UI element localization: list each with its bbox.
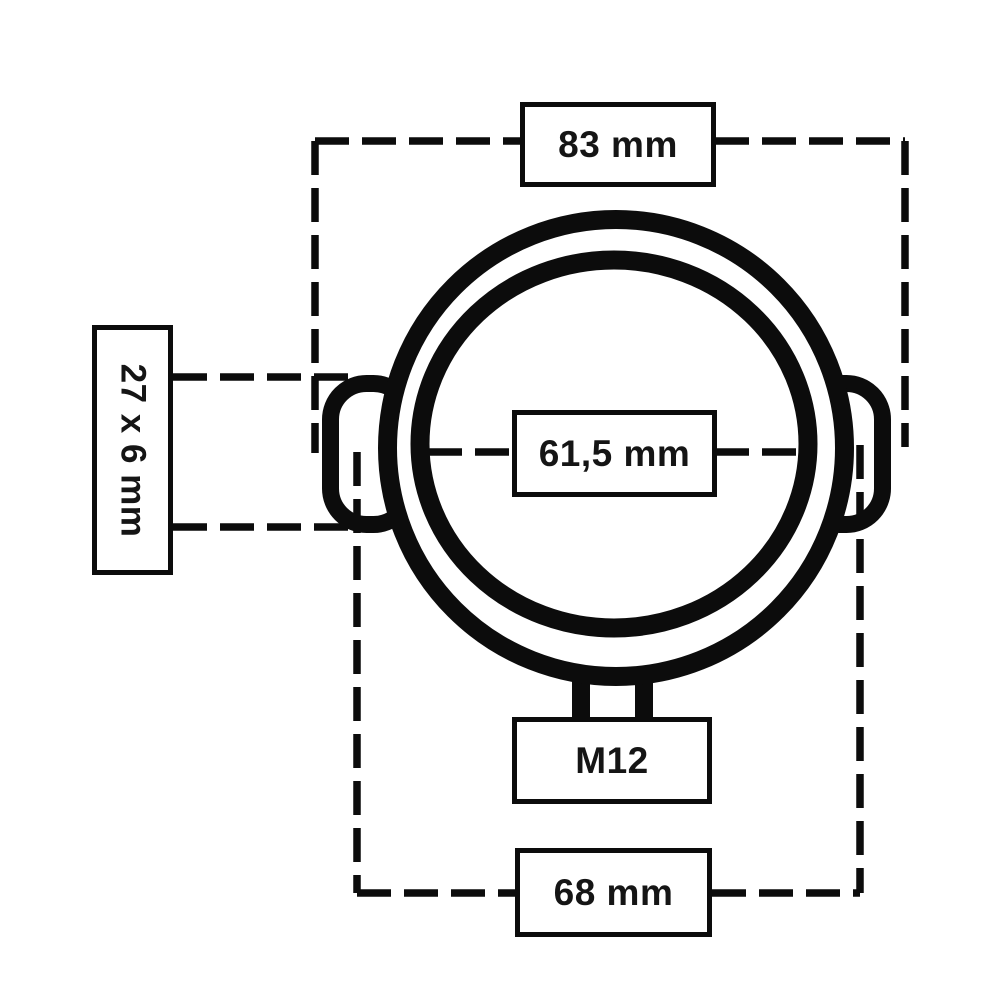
dimension-label-mounting-tab: 27 x 6 mm — [113, 363, 152, 537]
dimension-box-mounting-tab: 27 x 6 mm — [92, 325, 173, 575]
dimension-label-thread: M12 — [575, 740, 649, 781]
dimension-box-thread: M12 — [512, 717, 712, 804]
dimension-label-overall-width: 83 mm — [558, 124, 678, 165]
dimension-label-inner-diameter: 61,5 mm — [538, 433, 691, 474]
dimension-label-body-width: 68 mm — [553, 872, 674, 913]
dimension-box-overall-width: 83 mm — [520, 102, 716, 187]
dimension-box-body-width: 68 mm — [515, 848, 712, 937]
dimension-box-inner-diameter: 61,5 mm — [512, 410, 717, 497]
